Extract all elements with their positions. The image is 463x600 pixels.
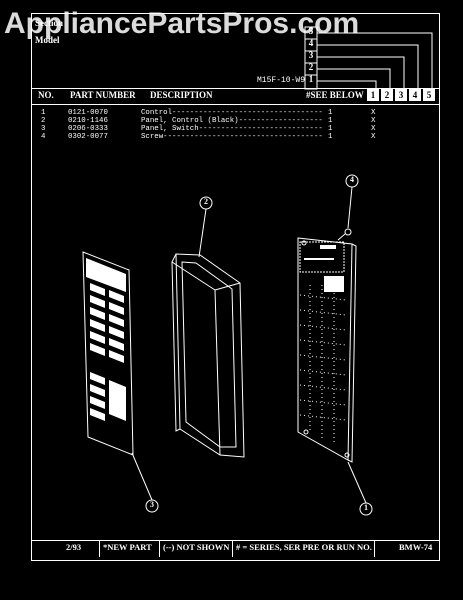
- series-box-5: 5: [423, 89, 435, 101]
- leader-lines: [131, 186, 367, 504]
- callout-label-4: 4: [350, 175, 354, 184]
- row-part-number: 0302-0077: [68, 133, 108, 141]
- header-rule-bottom: [31, 104, 440, 105]
- model-number: M15F-10-W9: [257, 76, 306, 85]
- row-description: Panel, Switch---------------------------…: [141, 125, 323, 133]
- row-series-mark: X: [371, 109, 376, 117]
- page-frame: [31, 13, 440, 561]
- series-box-1: 1: [367, 89, 379, 101]
- footer-page-code: BMW-74: [399, 542, 433, 552]
- callout-circle-4: [345, 174, 359, 188]
- series-box-4: 4: [409, 89, 421, 101]
- footer-new-part: *NEW PART: [103, 542, 152, 552]
- row-no: 4: [41, 133, 46, 141]
- row-description: Screw-----------------------------------…: [141, 133, 323, 141]
- series-box-2: 2: [381, 89, 393, 101]
- col-part-number: PART NUMBER: [70, 90, 136, 100]
- col-no: NO.: [38, 90, 54, 100]
- row-qty: 1: [328, 117, 333, 125]
- section-title: Section: [35, 18, 63, 28]
- header-rule-top: [31, 88, 440, 89]
- series-digit-5: 5: [308, 26, 314, 36]
- series-digit-4: 4: [308, 38, 314, 48]
- footer-rule: [31, 540, 440, 541]
- callout-label-1: 1: [364, 503, 368, 512]
- row-no: 2: [41, 117, 46, 125]
- model-label: Model: [35, 35, 60, 45]
- switch-panel-drawing: [82, 251, 134, 456]
- row-series-mark: X: [371, 133, 376, 141]
- series-digit-2: 2: [308, 62, 314, 72]
- row-part-number: 0121-0070: [68, 109, 108, 117]
- series-box-3: 3: [395, 89, 407, 101]
- col-see-below: #SEE BELOW: [306, 90, 364, 100]
- row-description: Panel, Control (Black)------------------…: [141, 117, 323, 125]
- series-digit-1: 1: [308, 74, 314, 84]
- series-digit-3: 3: [308, 50, 314, 60]
- control-panel-drawing: [171, 253, 245, 458]
- row-qty: 1: [328, 109, 333, 117]
- footer-series-note: # = SERIES, SER PRE OR RUN NO.: [236, 542, 372, 552]
- row-qty: 1: [328, 133, 333, 141]
- row-series-mark: X: [371, 125, 376, 133]
- callout-circle-3: [145, 499, 159, 513]
- row-no: 1: [41, 109, 46, 117]
- control-board-drawing: [297, 237, 357, 463]
- footer-date: 2/93: [66, 542, 82, 552]
- series-ladder: [304, 26, 433, 90]
- watermark-text: AppliancePartsPros.com: [4, 7, 360, 40]
- screw-drawing: [337, 228, 352, 241]
- row-part-number: 0206-0333: [68, 125, 108, 133]
- callout-label-2: 2: [204, 197, 208, 206]
- col-description: DESCRIPTION: [150, 90, 213, 100]
- row-part-number: 0210-1146: [68, 117, 108, 125]
- callout-circle-1: [359, 502, 373, 516]
- row-description: Control---------------------------------…: [141, 109, 323, 117]
- row-no: 3: [41, 125, 46, 133]
- footer-not-shown: (--) NOT SHOWN: [163, 542, 230, 552]
- footer-divider: [99, 541, 100, 557]
- footer-divider: [159, 541, 160, 557]
- footer-divider: [374, 541, 375, 557]
- row-series-mark: X: [371, 117, 376, 125]
- callout-circle-2: [199, 196, 213, 210]
- footer-divider: [232, 541, 233, 557]
- row-qty: 1: [328, 125, 333, 133]
- callout-label-3: 3: [150, 500, 154, 509]
